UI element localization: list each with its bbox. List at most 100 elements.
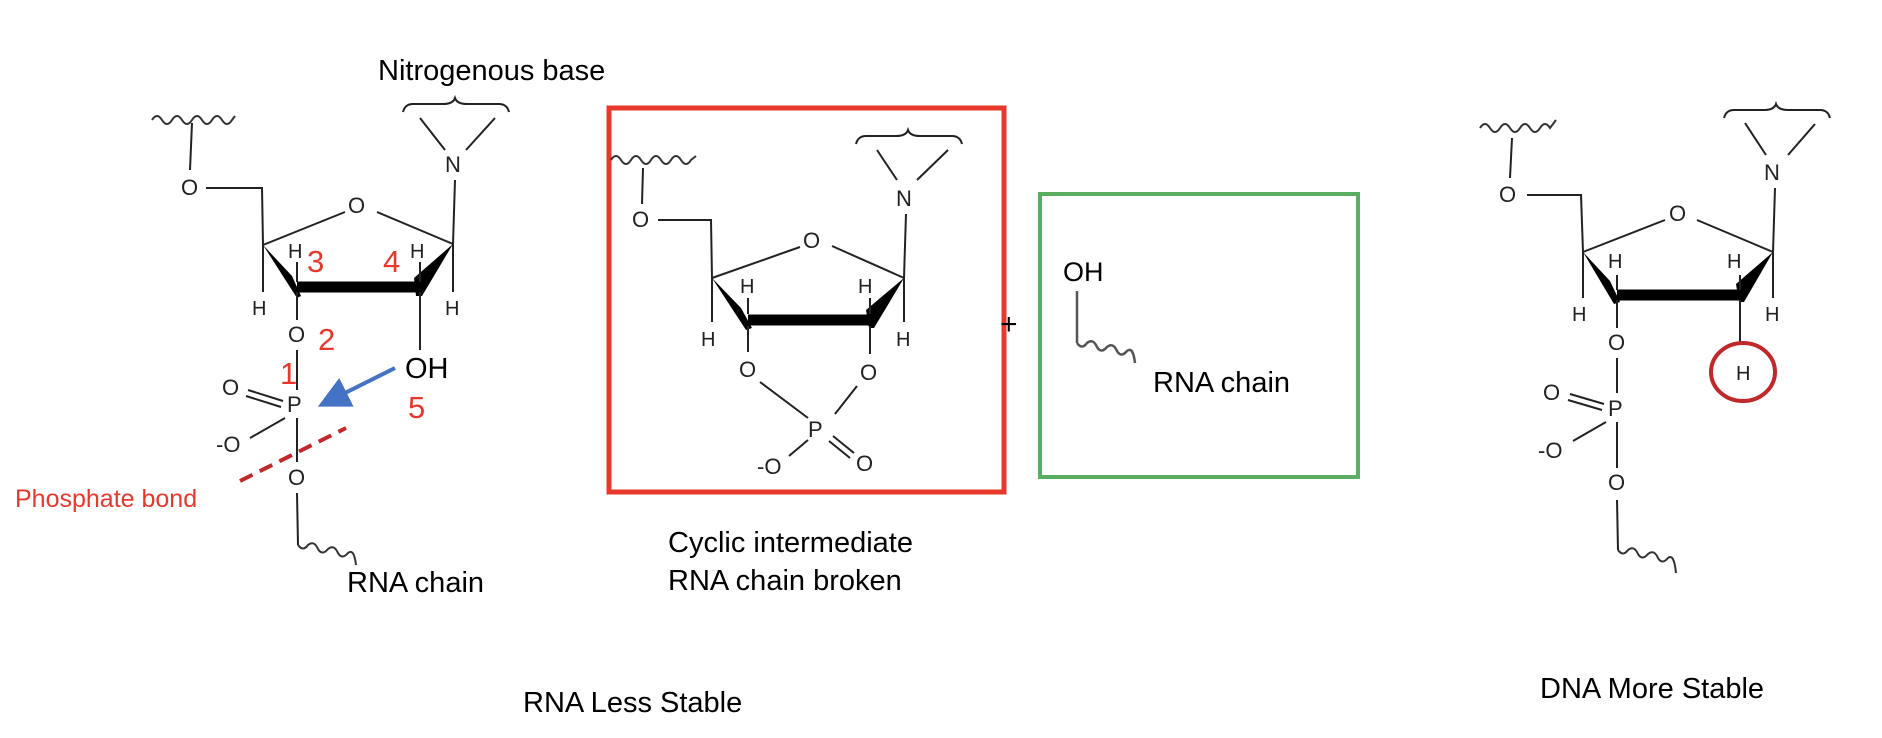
bond bbox=[452, 179, 456, 245]
bond bbox=[903, 213, 907, 279]
atom-p-double-o: O bbox=[222, 375, 239, 400]
bond bbox=[1509, 137, 1513, 179]
bond bbox=[262, 211, 346, 246]
wavy-chain-icon bbox=[297, 542, 357, 566]
atom-n: N bbox=[896, 186, 912, 211]
atom-o-left: O bbox=[739, 357, 756, 382]
product-rna-chain-label: RNA chain bbox=[1153, 367, 1290, 399]
bond bbox=[831, 245, 905, 279]
atom-oh: OH bbox=[405, 353, 449, 385]
bond bbox=[876, 149, 898, 181]
rna-caption: RNA Less Stable bbox=[523, 687, 742, 719]
atom-circled-h: H bbox=[1736, 363, 1750, 385]
rna-molecule: Nitrogenous base O O N H H H H 3 4 2 1 5 bbox=[15, 55, 742, 719]
bond bbox=[465, 117, 496, 151]
atom-h: H bbox=[740, 276, 754, 298]
step-number-1: 1 bbox=[280, 356, 297, 391]
intermediate-caption-line2: RNA chain broken bbox=[668, 565, 902, 597]
product-oh: OH bbox=[1063, 257, 1104, 287]
atom-ring-o: O bbox=[348, 193, 365, 218]
bond bbox=[1582, 219, 1666, 253]
brace-icon bbox=[1723, 100, 1831, 119]
atom-h: H bbox=[858, 276, 872, 298]
bond bbox=[834, 385, 858, 415]
rna-chain-label: RNA chain bbox=[347, 567, 484, 599]
bond bbox=[1572, 421, 1607, 442]
bond bbox=[249, 417, 286, 439]
bond bbox=[189, 122, 193, 171]
wedge-bond bbox=[866, 278, 904, 328]
wedge-bond bbox=[1583, 252, 1620, 304]
bond bbox=[759, 381, 809, 419]
bond bbox=[832, 435, 855, 454]
nitrogenous-base-label: Nitrogenous base bbox=[378, 55, 605, 87]
atom-o-lower: O bbox=[288, 465, 305, 490]
atom-h: H bbox=[288, 241, 302, 263]
step-number-5: 5 bbox=[408, 390, 425, 425]
step-number-2: 2 bbox=[318, 322, 335, 357]
nucleophilic-attack-arrow-icon bbox=[317, 366, 396, 407]
bond bbox=[1696, 219, 1774, 253]
atom-h: H bbox=[1765, 304, 1779, 326]
plus-sign: + bbox=[1000, 308, 1018, 341]
bond bbox=[1569, 393, 1605, 405]
bond bbox=[1527, 194, 1584, 253]
dna-molecule: O O N H H H H H O P O -O O bbox=[1479, 100, 1831, 705]
wavy-chain-icon bbox=[1075, 339, 1137, 364]
atom-n: N bbox=[1764, 160, 1780, 185]
bond bbox=[206, 187, 264, 246]
bond bbox=[376, 211, 454, 245]
wavy-chain-icon bbox=[1479, 119, 1557, 133]
atom-p-double-o: O bbox=[856, 451, 873, 476]
atom-o5: O bbox=[1499, 182, 1516, 207]
bond bbox=[247, 389, 284, 402]
atom-o-right: O bbox=[860, 360, 877, 385]
atom-h: H bbox=[896, 329, 910, 351]
atom-h: H bbox=[410, 241, 424, 263]
step-number-3: 3 bbox=[307, 244, 324, 279]
dna-caption: DNA More Stable bbox=[1540, 673, 1764, 705]
bond bbox=[788, 439, 809, 457]
wavy-chain-icon bbox=[151, 115, 236, 125]
bond bbox=[1772, 187, 1776, 253]
product-box bbox=[1038, 192, 1360, 479]
brace-icon bbox=[402, 94, 510, 113]
atom-ring-o: O bbox=[803, 228, 820, 253]
atom-p: P bbox=[1608, 396, 1623, 421]
atom-p-double-o: O bbox=[1543, 380, 1560, 405]
bond bbox=[1567, 399, 1603, 411]
wedge-bond bbox=[414, 244, 453, 296]
bond bbox=[296, 492, 299, 546]
bond bbox=[1744, 122, 1767, 156]
bond bbox=[916, 149, 949, 181]
bond bbox=[245, 395, 282, 408]
atom-h: H bbox=[252, 298, 266, 320]
highlight-circle bbox=[1709, 341, 1777, 403]
bond bbox=[1616, 499, 1619, 551]
wavy-chain-icon bbox=[1617, 547, 1677, 574]
bond bbox=[419, 117, 446, 151]
phosphate-bond-dashed-line bbox=[239, 426, 347, 483]
atom-p-minus-o: -O bbox=[1538, 438, 1562, 463]
brace-icon bbox=[855, 126, 963, 145]
cleaved-product: OH RNA chain bbox=[1038, 192, 1360, 479]
atom-p-minus-o: -O bbox=[757, 454, 781, 479]
intermediate-box bbox=[606, 105, 1007, 495]
bond bbox=[711, 246, 801, 279]
atom-p: P bbox=[287, 392, 302, 417]
bond bbox=[1787, 123, 1816, 156]
bond bbox=[828, 440, 851, 459]
atom-p: P bbox=[808, 417, 823, 442]
atom-o5: O bbox=[181, 175, 198, 200]
atom-ring-o: O bbox=[1669, 201, 1686, 226]
atom-h: H bbox=[445, 298, 459, 320]
atom-n: N bbox=[445, 152, 461, 177]
atom-o-lower: O bbox=[1608, 470, 1625, 495]
wedge-bond bbox=[712, 278, 752, 330]
wavy-chain-icon bbox=[610, 155, 697, 165]
atom-h: H bbox=[1608, 251, 1622, 273]
atom-o3: O bbox=[288, 322, 305, 347]
atom-o3: O bbox=[1608, 330, 1625, 355]
atom-h: H bbox=[1572, 304, 1586, 326]
